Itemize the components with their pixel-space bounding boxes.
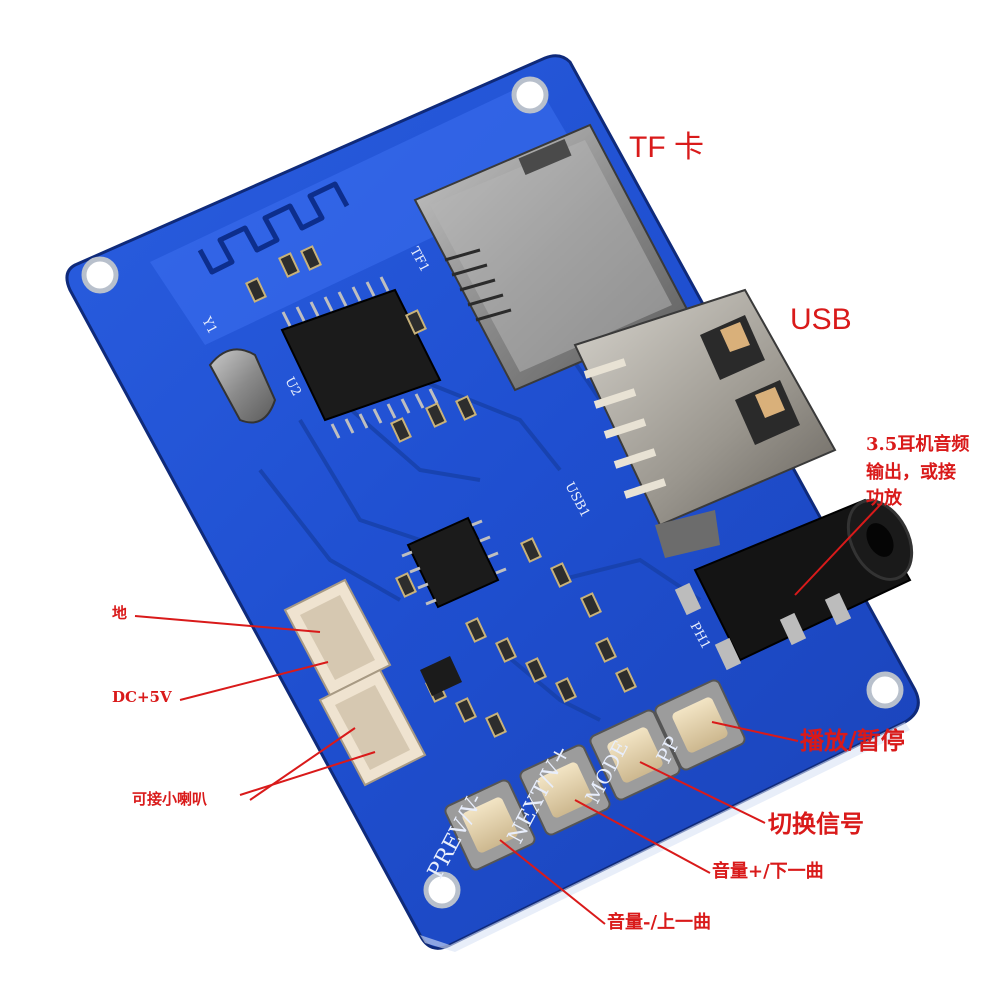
usb-connector (573, 288, 837, 558)
label-switch-signal: 切换信号 (768, 809, 864, 838)
transistor (420, 656, 462, 696)
button-play-pause[interactable] (653, 678, 746, 771)
label-ground: 地 (112, 604, 128, 622)
button-mode[interactable] (588, 708, 681, 801)
label-vol-up-next: 音量+/下一曲 (712, 861, 824, 882)
label-tf-card: TF 卡 (629, 131, 704, 164)
crystal-oscillator (208, 348, 277, 424)
crystal-silk: Y1 (198, 314, 220, 337)
label-audio-out-2: 输出，或接 (866, 462, 956, 483)
headphone-jack (674, 498, 914, 671)
antenna-trace (197, 181, 350, 275)
button-prev[interactable] (443, 778, 536, 871)
label-usb: USB (790, 303, 852, 336)
pcb-traces (258, 298, 702, 722)
amplifier-ic (401, 516, 507, 609)
label-speaker: 可接小喇叭 (132, 790, 208, 808)
button-next[interactable] (518, 743, 611, 836)
power-connector (283, 578, 392, 697)
tf-card-slot (413, 123, 692, 392)
mp3-decoder-ic (280, 276, 442, 439)
annotation-lines (134, 504, 881, 925)
mounting-holes (81, 76, 904, 909)
label-audio-out-3: 功放 (866, 488, 902, 509)
label-dc5v: DC+5V (112, 688, 172, 706)
speaker-connector (318, 668, 427, 787)
label-audio-out-1: 3.5耳机音频 (866, 434, 970, 455)
label-vol-down-prev: 音量-/上一曲 (607, 912, 712, 933)
label-play-pause: 播放/暂停 (800, 726, 905, 755)
